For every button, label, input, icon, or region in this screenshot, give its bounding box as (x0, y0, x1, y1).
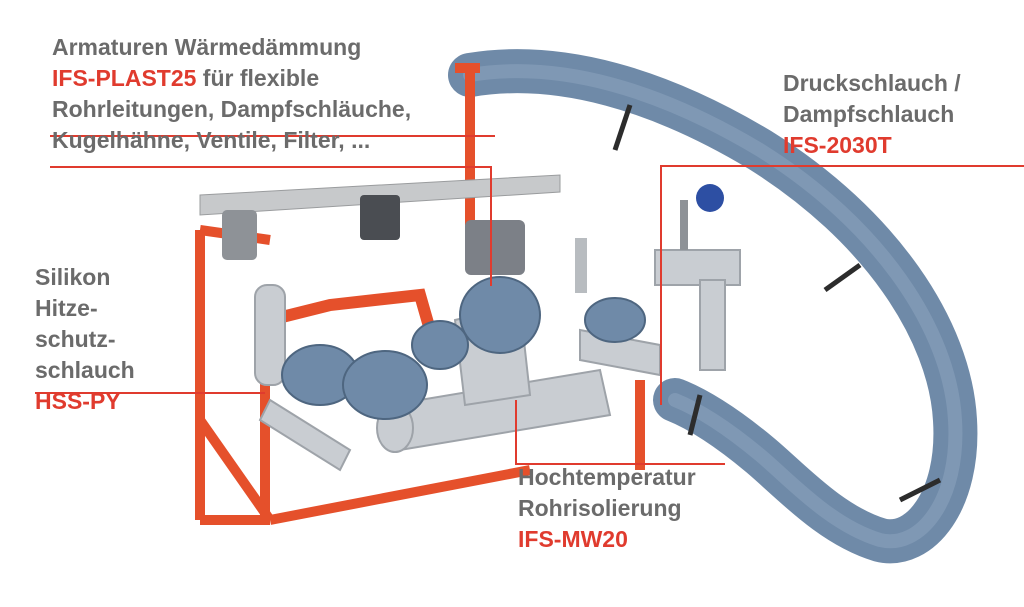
callout-line-armaturen-lower (50, 166, 490, 168)
label-armaturen-line4: Kugelhähne, Ventile, Filter, ... (52, 127, 371, 153)
product-ifs-plast25: IFS-PLAST25 (52, 65, 197, 91)
label-silikon-line2: Hitze- (35, 295, 98, 321)
label-hochtemperatur-line1: Hochtemperatur (518, 464, 696, 490)
callout-line-silikon (35, 392, 265, 394)
label-druckschlauch-line2: Dampfschlauch (783, 101, 955, 127)
callout-line-druckschlauch (660, 165, 1024, 167)
callout-line-hochtemperatur (515, 463, 725, 465)
product-hss-py: HSS-PY (35, 388, 121, 414)
label-silikon-line4: schlauch (35, 357, 135, 383)
pipe-insulation (254, 249, 741, 472)
label-armaturen-line2-rest: für flexible (196, 65, 320, 91)
label-hochtemperatur-line2: Rohrisolierung (518, 495, 682, 521)
callout-line-armaturen (50, 135, 495, 137)
label-armaturen-line2: IFS-PLAST25 für flexible (52, 63, 411, 94)
label-armaturen-line3: Rohrleitungen, Dampfschläuche, (52, 96, 412, 122)
valve-insulation-jackets (281, 276, 646, 420)
callout-vline-armaturen (490, 166, 492, 286)
callout-vline-druckschlauch (660, 165, 662, 405)
label-silikon-line3: schutz- (35, 326, 116, 352)
callout-vline-hochtemperatur (515, 400, 517, 464)
label-hochtemperatur: Hochtemperatur Rohrisolierung IFS-MW20 (518, 462, 696, 555)
label-silikon-line1: Silikon (35, 264, 111, 290)
product-ifs-2030t: IFS-2030T (783, 132, 892, 158)
label-druckschlauch: Druckschlauch / Dampfschlauch IFS-2030T (783, 68, 961, 161)
label-armaturen: Armaturen Wärmedämmung IFS-PLAST25 für f… (52, 32, 411, 156)
label-druckschlauch-line1: Druckschlauch / (783, 70, 961, 96)
product-ifs-mw20: IFS-MW20 (518, 526, 628, 552)
label-silikon: Silikon Hitze- schutz- schlauch HSS-PY (35, 262, 135, 417)
label-armaturen-line1: Armaturen Wärmedämmung (52, 34, 362, 60)
